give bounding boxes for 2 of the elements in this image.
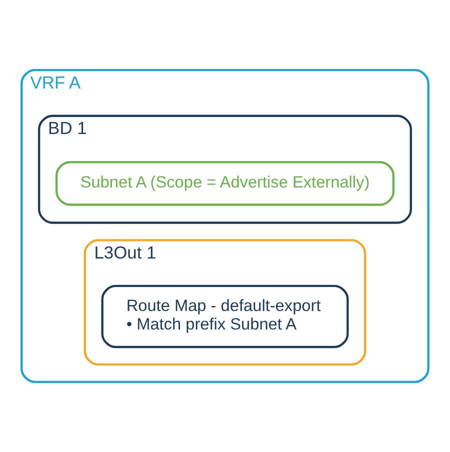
node-box: Route Map - default-export • Match prefix Subnet A [101,284,349,348]
node-box: Subnet A (Scope = Advertise Externally) [55,161,395,206]
